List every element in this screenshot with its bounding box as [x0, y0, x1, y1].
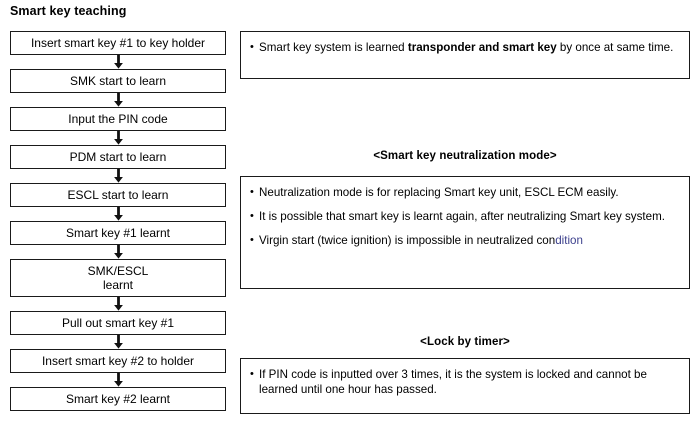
bullet-item: • Smart key system is learned transponde…: [250, 40, 679, 55]
arrow-down-icon: [10, 55, 226, 69]
bullet-text: Neutralization mode is for replacing Sma…: [259, 186, 619, 199]
flow-node-input-pin-code: Input the PIN code: [10, 107, 226, 131]
flow-node-label-line2: learnt: [102, 278, 134, 292]
flow-node-pull-out-smart-key-1: Pull out smart key #1: [10, 311, 226, 335]
flow-node-escl-start-to-learn: ESCL start to learn: [10, 183, 226, 207]
bullet-text-tinted: dition: [555, 234, 583, 247]
flow-node-label: PDM start to learn: [69, 150, 167, 164]
bullet-dot-icon: •: [250, 186, 254, 198]
section-heading-lock-by-timer: <Lock by timer>: [420, 336, 510, 348]
flow-node-label: SMK/ESCL: [87, 264, 149, 278]
arrow-down-icon: [10, 297, 226, 311]
bullet-dot-icon: •: [250, 234, 254, 246]
bullet-text-bold: transponder and smart key: [407, 41, 557, 54]
bullet-dot-icon: •: [250, 41, 254, 53]
arrow-down-icon: [10, 207, 226, 221]
arrow-down-icon: [10, 93, 226, 107]
bullet-item: • If PIN code is inputted over 3 times, …: [250, 367, 679, 397]
note-box-lock-by-timer: • If PIN code is inputted over 3 times, …: [240, 358, 690, 414]
section-heading-neutralization: <Smart key neutralization mode>: [373, 150, 557, 162]
bullet-text: Smart key system is learned transponder …: [259, 40, 679, 55]
bullet-item: • Neutralization mode is for replacing S…: [250, 185, 679, 200]
bullet-text-post: by once at same time.: [556, 41, 674, 54]
spacer: [250, 200, 679, 209]
arrow-down-icon: [10, 245, 226, 259]
flowchart: Insert smart key #1 to key holder SMK st…: [10, 31, 226, 411]
spacer: [250, 224, 679, 233]
flow-node-label: ESCL start to learn: [67, 188, 169, 202]
flow-node-label: Insert smart key #2 to holder: [41, 354, 195, 368]
flow-node-label: Smart key #1 learnt: [65, 226, 171, 240]
arrow-down-icon: [10, 131, 226, 145]
flow-node-label: Pull out smart key #1: [61, 316, 175, 330]
flow-node-smk-start-to-learn: SMK start to learn: [10, 69, 226, 93]
flow-node-insert-smart-key-1: Insert smart key #1 to key holder: [10, 31, 226, 55]
flow-node-insert-smart-key-2: Insert smart key #2 to holder: [10, 349, 226, 373]
note-box-neutralization: • Neutralization mode is for replacing S…: [240, 176, 690, 289]
flow-node-pdm-start-to-learn: PDM start to learn: [10, 145, 226, 169]
flow-node-smart-key-1-learnt: Smart key #1 learnt: [10, 221, 226, 245]
flow-node-label: Insert smart key #1 to key holder: [30, 36, 206, 50]
bullet-text: Virgin start (twice ignition) is impossi…: [259, 233, 679, 248]
bullet-item: • It is possible that smart key is learn…: [250, 209, 679, 224]
flow-node-smk-escl-learnt: SMK/ESCL learnt: [10, 259, 226, 297]
flow-node-smart-key-2-learnt: Smart key #2 learnt: [10, 387, 226, 411]
arrow-down-icon: [10, 335, 226, 349]
flow-node-label: Input the PIN code: [68, 112, 168, 126]
bullet-dot-icon: •: [250, 210, 254, 222]
arrow-down-icon: [10, 169, 226, 183]
bullet-text-pre: Smart key system is learned: [259, 41, 408, 54]
bullet-text: If PIN code is inputted over 3 times, it…: [259, 368, 647, 396]
flow-node-label: SMK start to learn: [69, 74, 167, 88]
bullet-item: • Virgin start (twice ignition) is impos…: [250, 233, 679, 248]
bullet-dot-icon: •: [250, 368, 254, 380]
bullet-text: It is possible that smart key is learnt …: [259, 210, 665, 223]
arrow-down-icon: [10, 373, 226, 387]
page-title: Smart key teaching: [10, 4, 127, 18]
bullet-text-pre: Virgin start (twice ignition) is impossi…: [259, 234, 556, 247]
flow-node-label: Smart key #2 learnt: [65, 392, 171, 406]
note-box-smart-key-teaching: • Smart key system is learned transponde…: [240, 31, 690, 79]
